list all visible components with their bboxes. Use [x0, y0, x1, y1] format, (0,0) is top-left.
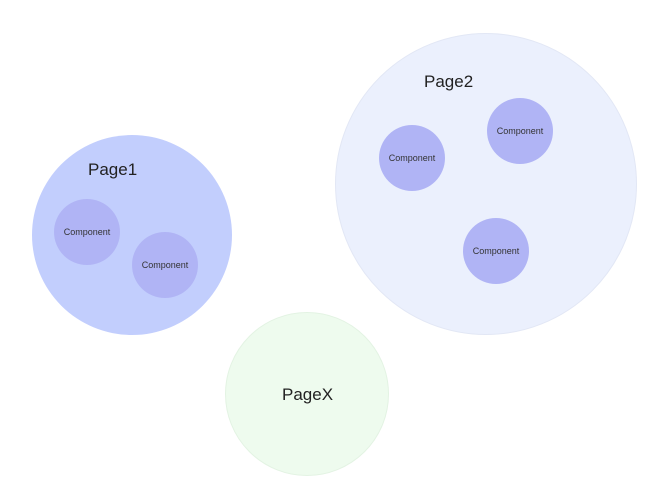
pagex-label: PageX [282, 385, 334, 404]
page1-component-1: Component [54, 199, 120, 265]
page2-component-3: Component [463, 218, 529, 284]
page2-component-2: Component [487, 98, 553, 164]
page2-circle [335, 33, 637, 335]
page1-component-2: Component [132, 232, 198, 298]
pagex-circle [225, 312, 389, 476]
page1-label: Page1 [88, 160, 138, 179]
page2-component-1: Component [379, 125, 445, 191]
page2-label: Page2 [424, 72, 474, 91]
